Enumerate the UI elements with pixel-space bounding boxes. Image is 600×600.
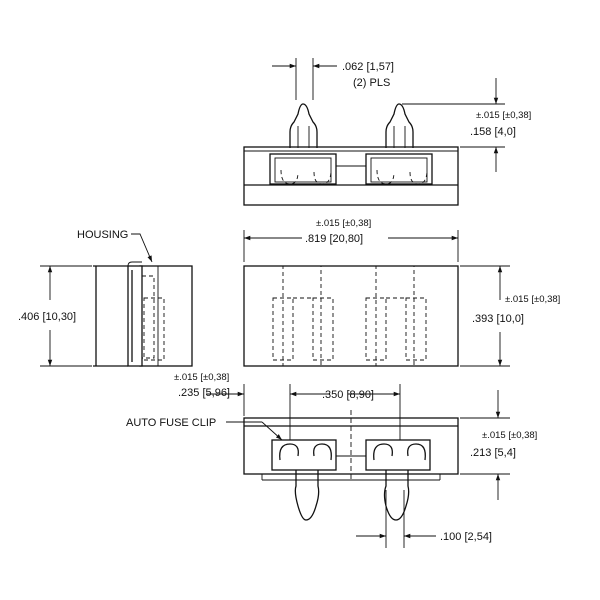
top-view: .062 [1,57] (2) PLS ±.015 [±0,38] .158 [… <box>243 58 531 206</box>
pin-offset-value: .100 [2,54] <box>440 531 492 543</box>
auto-fuse-clip-label: AUTO FUSE CLIP <box>126 417 216 429</box>
bottom-view: AUTO FUSE CLIP ±.015 [±0,38] .235 [5,96]… <box>126 372 537 548</box>
bottom-view-right-pin <box>383 470 410 521</box>
front-view: ±.015 [±0,38] .393 [10,0] <box>243 265 560 367</box>
side-view-housing <box>139 265 193 367</box>
edge-to-clip-value: .235 [5,96] <box>178 387 230 399</box>
housing-label: HOUSING <box>77 229 128 241</box>
overall-length-tolerance: ±.015 [±0,38] <box>316 218 371 229</box>
front-height-value: .393 [10,0] <box>472 313 524 325</box>
overall-length-dimension: ±.015 [±0,38] .819 [20,80] <box>243 218 459 262</box>
side-view: HOUSING .406 [10,30] <box>18 229 193 367</box>
top-view-left-terminal <box>289 103 318 148</box>
clip-spacing-value: .350 [8,90] <box>322 389 374 401</box>
terminal-width-value: .062 [1,57] <box>342 61 394 73</box>
edge-to-clip-tolerance: ±.015 [±0,38] <box>174 372 229 383</box>
front-view-housing <box>243 265 459 367</box>
top-view-housing <box>243 146 459 206</box>
side-height-value: .406 [10,30] <box>18 311 76 323</box>
overall-length-value: .819 [20,80] <box>305 233 363 245</box>
top-view-right-terminal <box>385 103 414 148</box>
terminal-height-value: .158 [4,0] <box>470 126 516 138</box>
body-height-value: .213 [5,4] <box>470 447 516 459</box>
terminal-height-tolerance: ±.015 [±0,38] <box>476 110 531 121</box>
body-height-tolerance: ±.015 [±0,38] <box>482 430 537 441</box>
terminal-width-note: (2) PLS <box>353 77 390 89</box>
bottom-view-left-pin <box>294 470 320 521</box>
front-height-tolerance: ±.015 [±0,38] <box>505 294 560 305</box>
